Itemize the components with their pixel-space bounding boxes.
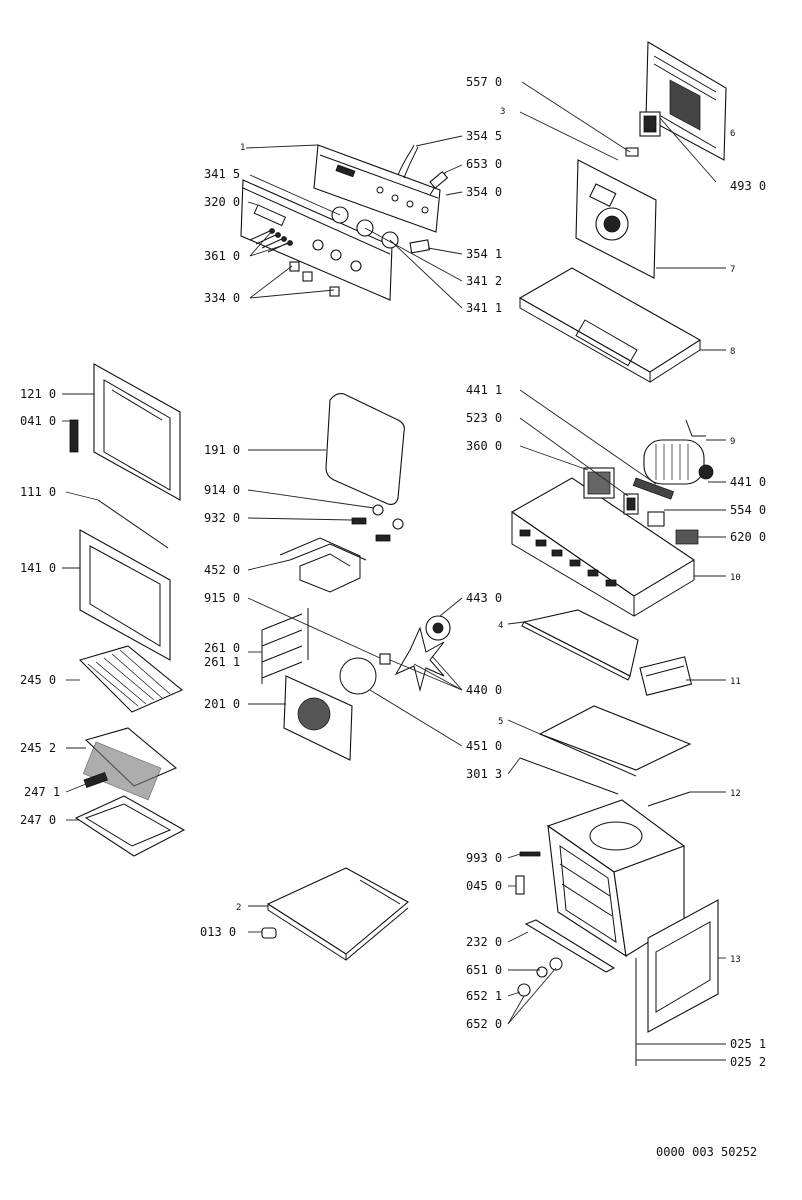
label-2: 2 bbox=[236, 903, 241, 913]
label-261-1: 261 1 bbox=[204, 655, 240, 669]
door-assembly bbox=[69, 363, 186, 857]
label-10: 10 bbox=[730, 573, 741, 583]
label-493-0: 493 0 bbox=[730, 179, 766, 193]
label-653-0: 653 0 bbox=[466, 157, 502, 171]
control-panel-assembly bbox=[240, 144, 449, 301]
label-993-0: 993 0 bbox=[466, 851, 502, 865]
label-025-1: 025 1 bbox=[730, 1037, 766, 1051]
label-620-0: 620 0 bbox=[730, 530, 766, 544]
label-247-1: 247 1 bbox=[24, 785, 60, 799]
label-232-0: 232 0 bbox=[466, 935, 502, 949]
label-025-2: 025 2 bbox=[730, 1055, 766, 1069]
label-013-0: 013 0 bbox=[200, 925, 236, 939]
label-523-0: 523 0 bbox=[466, 411, 502, 425]
label-245-2: 245 2 bbox=[20, 741, 56, 755]
rear-panel-assembly bbox=[518, 41, 727, 383]
label-121-0: 121 0 bbox=[20, 387, 56, 401]
label-3: 3 bbox=[500, 107, 505, 117]
label-452-0: 452 0 bbox=[204, 563, 240, 577]
label-652-1: 652 1 bbox=[466, 989, 502, 1003]
bottom-plate-assembly bbox=[261, 867, 409, 961]
label-111-0: 111 0 bbox=[20, 485, 56, 499]
label-13: 13 bbox=[730, 955, 741, 965]
label-652-0: 652 0 bbox=[466, 1017, 502, 1031]
heating-element-assembly bbox=[261, 393, 451, 761]
label-914-0: 914 0 bbox=[204, 483, 240, 497]
label-441-1: 441 1 bbox=[466, 383, 502, 397]
label-341-1: 341 1 bbox=[466, 301, 502, 315]
label-320-0: 320 0 bbox=[204, 195, 240, 209]
label-141-0: 141 0 bbox=[20, 561, 56, 575]
label-191-0: 191 0 bbox=[204, 443, 240, 457]
label-245-0: 245 0 bbox=[20, 673, 56, 687]
leader-lines bbox=[62, 81, 726, 1061]
label-041-0: 041 0 bbox=[20, 414, 56, 428]
label-451-0: 451 0 bbox=[466, 739, 502, 753]
label-354-0: 354 0 bbox=[466, 185, 502, 199]
label-12: 12 bbox=[730, 789, 741, 799]
label-341-5: 341 5 bbox=[204, 167, 240, 181]
label-301-3: 301 3 bbox=[466, 767, 502, 781]
label-247-0: 247 0 bbox=[20, 813, 56, 827]
label-6: 6 bbox=[730, 129, 735, 139]
label-915-0: 915 0 bbox=[204, 591, 240, 605]
document-code: 0000 003 50252 bbox=[656, 1145, 757, 1159]
label-261-0: 261 0 bbox=[204, 641, 240, 655]
label-341-2: 341 2 bbox=[466, 274, 502, 288]
label-1: 1 bbox=[240, 143, 245, 153]
label-11: 11 bbox=[730, 677, 741, 687]
label-441-0: 441 0 bbox=[730, 475, 766, 489]
label-557-0: 557 0 bbox=[466, 75, 502, 89]
label-9: 9 bbox=[730, 437, 735, 447]
label-360-0: 360 0 bbox=[466, 439, 502, 453]
label-334-0: 334 0 bbox=[204, 291, 240, 305]
label-5: 5 bbox=[498, 717, 503, 727]
part-labels: 557 0 3 354 5 1 653 0 341 5 354 0 320 0 … bbox=[20, 75, 766, 1159]
label-354-5: 354 5 bbox=[466, 129, 502, 143]
label-554-0: 554 0 bbox=[730, 503, 766, 517]
label-201-0: 201 0 bbox=[204, 697, 240, 711]
label-354-1: 354 1 bbox=[466, 247, 502, 261]
control-box-assembly bbox=[510, 419, 714, 617]
label-361-0: 361 0 bbox=[204, 249, 240, 263]
label-443-0: 443 0 bbox=[466, 591, 502, 605]
label-440-0: 440 0 bbox=[466, 683, 502, 697]
oven-cavity-assembly bbox=[515, 799, 719, 1066]
label-8: 8 bbox=[730, 347, 735, 357]
label-7: 7 bbox=[730, 265, 735, 275]
label-651-0: 651 0 bbox=[466, 963, 502, 977]
label-045-0: 045 0 bbox=[466, 879, 502, 893]
label-932-0: 932 0 bbox=[204, 511, 240, 525]
oven-panels bbox=[519, 609, 693, 807]
label-4: 4 bbox=[498, 621, 503, 631]
